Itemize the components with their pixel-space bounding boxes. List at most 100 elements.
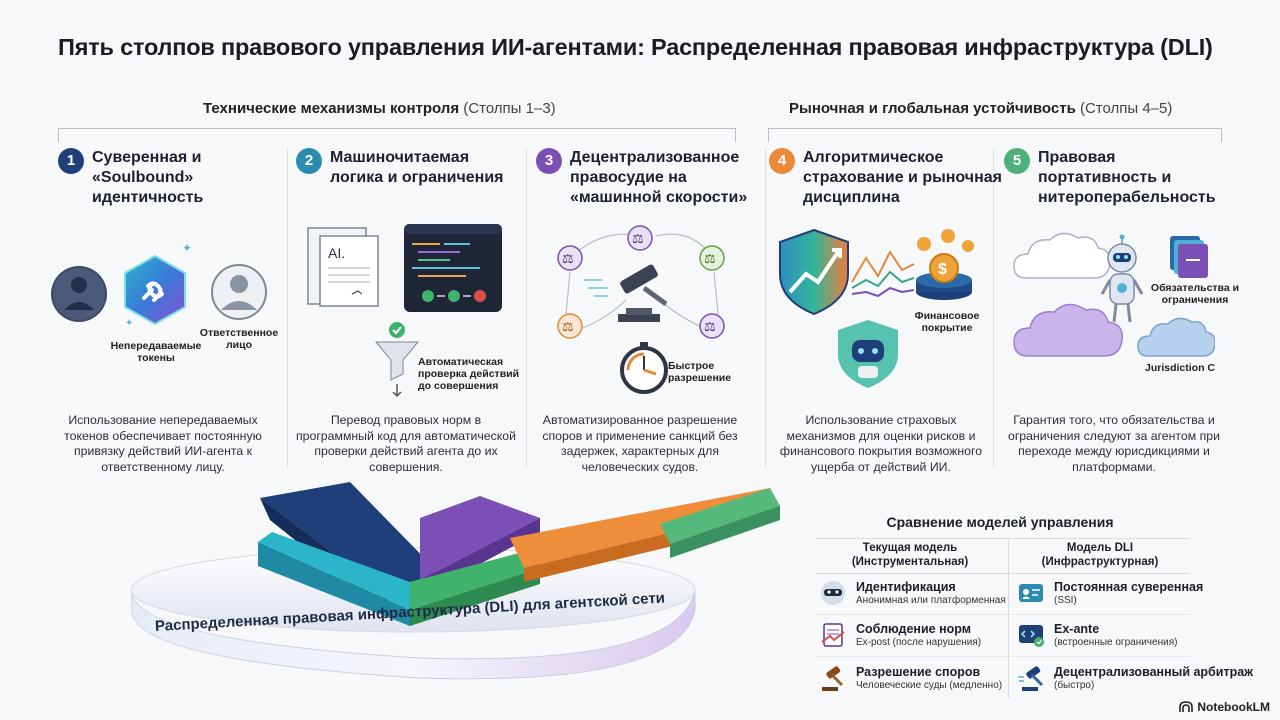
section-bracket xyxy=(58,128,736,142)
row-name: Соблюдение норм xyxy=(856,622,971,636)
ribbon-orange xyxy=(510,488,780,582)
label-tokens: Непередаваемые токены xyxy=(110,340,202,364)
section-range: (Столпы 4–5) xyxy=(1079,100,1173,117)
label-financial-coverage: Финансовое покрытие xyxy=(914,310,980,334)
row-name: Разрешение споров xyxy=(856,665,981,679)
row-sub: Ex-post (после нарушения) xyxy=(856,637,982,648)
row-sub: Анонимная или платформенная xyxy=(856,595,1006,606)
notebooklm-logo-icon xyxy=(1179,701,1194,712)
pillar-title: Алгоритмическое страхование и рыночная д… xyxy=(803,149,1002,206)
pillar-divider xyxy=(526,148,527,468)
svg-text:$: $ xyxy=(938,261,947,278)
table-line xyxy=(815,573,1190,574)
funnel-check-icon xyxy=(374,322,420,398)
pillar-2-illustration: AI. xyxy=(307,224,502,398)
column-header-dli: Модель DLI (Инфраструктурная) xyxy=(1041,542,1159,568)
label-auto-check: Автоматическая проверка действий до сове… xyxy=(418,356,520,392)
pillar-number: 1 xyxy=(58,148,84,174)
label-obligations: Обязательства и ограничения xyxy=(1150,282,1240,306)
pillar-2-description: Перевод правовых норм в программный код … xyxy=(295,413,516,474)
svg-text:⚖: ⚖ xyxy=(562,319,574,334)
table-divider xyxy=(1008,540,1009,698)
row-name: Ex-ante xyxy=(1054,622,1100,636)
table-row-dli-disputes: Децентрализованный арбитраж (быстро) xyxy=(1016,663,1253,693)
svg-text:⚖: ⚖ xyxy=(562,251,574,266)
comparison-title: Сравнение моделей управления xyxy=(886,514,1114,530)
token-link-icon: ✦ ✦ xyxy=(124,241,192,329)
table-row-dli-identification: Постоянная суверенная (SSI) xyxy=(1016,578,1203,608)
row-sub: (SSI) xyxy=(1054,595,1077,606)
id-card-icon xyxy=(1019,584,1043,602)
row-sub: (быстро) xyxy=(1054,680,1095,691)
gavel-icon xyxy=(822,666,844,691)
mask-icon xyxy=(821,581,845,605)
document-stack-icon xyxy=(1170,236,1208,278)
scales-icon: ⚖ ⚖ ⚖ ⚖ ⚖ xyxy=(557,225,725,339)
table-row-dli-compliance: Ex-ante (встроенные ограничения) xyxy=(1016,620,1177,650)
pillar-divider xyxy=(993,148,994,468)
pillar-2-header: 2 Машиночитаемая логика и ограничения xyxy=(296,148,520,188)
svg-text:✦: ✦ xyxy=(125,318,133,329)
section-header-market: Рыночная и глобальная устойчивость (Стол… xyxy=(789,100,1172,117)
table-row-current-disputes: Разрешение споров Человеческие суды (мед… xyxy=(818,663,1002,693)
row-sub: (встроенные ограничения) xyxy=(1054,637,1178,648)
section-range: (Столпы 1–3) xyxy=(463,100,556,117)
table-row-current-identification: Идентификация Анонимная или платформенна… xyxy=(818,578,1006,608)
pillar-number: 3 xyxy=(536,148,562,174)
document-icon xyxy=(821,623,845,647)
pillar-4-illustration: $ xyxy=(779,228,974,388)
cloud-icon xyxy=(1013,232,1111,279)
section-bracket xyxy=(768,128,1222,142)
svg-text:⚖: ⚖ xyxy=(704,251,716,266)
section-title: Рыночная и глобальная устойчивость xyxy=(789,100,1076,117)
pillar-divider xyxy=(765,148,766,468)
table-line xyxy=(815,538,1190,539)
pillar-title: Децентрализованное правосудие на «машинн… xyxy=(570,149,748,206)
stopwatch-icon xyxy=(620,342,668,394)
pillar-1-description: Использование непередаваемых токенов обе… xyxy=(64,413,262,474)
gavel-icon xyxy=(1018,666,1044,691)
pillar-3-illustration: ⚖ ⚖ ⚖ ⚖ ⚖ xyxy=(557,225,725,394)
gavel-icon xyxy=(584,264,668,322)
section-title: Технические механизмы контроля xyxy=(203,100,460,117)
table-line xyxy=(815,614,1190,615)
svg-text:✦: ✦ xyxy=(182,241,192,255)
label-jurisdiction: Jurisdiction C xyxy=(1144,362,1215,374)
pillar-title: Правовая портативность и нитероперабельн… xyxy=(1038,149,1216,206)
person-icon xyxy=(51,266,107,322)
pillar-number: 5 xyxy=(1004,148,1030,174)
label-fast-resolution: Быстрое разрешение xyxy=(668,360,732,384)
pillar-divider xyxy=(287,148,288,468)
coins-icon: $ xyxy=(916,229,974,300)
pillar-4-description: Использование страховых механизмов для о… xyxy=(779,413,983,474)
section-header-technical: Технические механизмы контроля (Столпы 1… xyxy=(203,100,556,117)
code-check-icon xyxy=(1019,625,1044,647)
table-line xyxy=(815,656,1190,657)
row-sub: Человеческие суды (медленно) xyxy=(856,680,1003,691)
robot-icon xyxy=(1100,234,1144,323)
table-row-current-compliance: Соблюдение норм Ex-post (после нарушения… xyxy=(818,620,981,650)
brand-name: NotebookLM xyxy=(1197,700,1270,714)
brand-mark: NotebookLM xyxy=(1179,700,1270,714)
shield-chart-icon xyxy=(779,228,915,316)
page-title: Пять столпов правового управления ИИ-аге… xyxy=(58,34,1213,60)
ribbon-green xyxy=(410,550,540,626)
code-editor-icon xyxy=(404,224,502,312)
row-name: Постоянная суверенная xyxy=(1054,580,1204,594)
pillar-3-header: 3 Децентрализованное правосудие на «маши… xyxy=(536,148,760,208)
row-name: Децентрализованный арбитраж xyxy=(1054,665,1254,679)
pillar-title: Машиночитаемая логика и ограничения xyxy=(330,149,504,186)
pillar-5-header: 5 Правовая портативность и нитероперабел… xyxy=(1004,148,1228,208)
pillar-4-header: 4 Алгоритмическое страхование и рыночная… xyxy=(769,148,1003,208)
row-name: Идентификация xyxy=(856,580,956,594)
pillar-5-description: Гарантия того, что обязательства и огран… xyxy=(1007,413,1220,474)
pillar-5-illustration xyxy=(1013,232,1215,357)
dli-platform-illustration xyxy=(130,482,780,680)
label-responsible: Ответственное лицо xyxy=(199,327,279,351)
cloud-icon xyxy=(1137,317,1215,357)
pillar-1-header: 1 Суверенная и «Soulbound» идентичность xyxy=(58,148,252,208)
robot-icon xyxy=(838,320,898,388)
document-icon: AI. xyxy=(307,227,379,307)
cloud-icon xyxy=(1013,303,1123,357)
person-icon xyxy=(211,264,267,320)
